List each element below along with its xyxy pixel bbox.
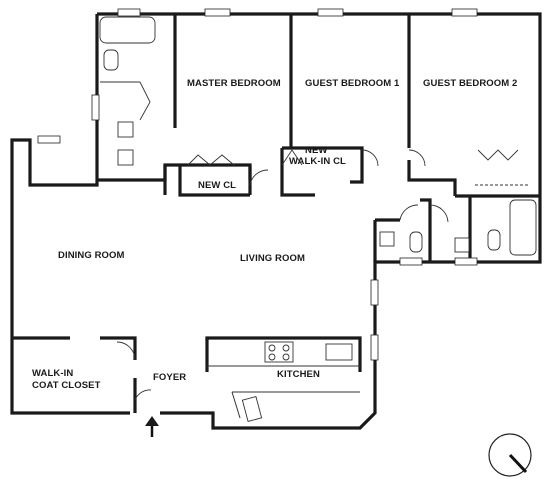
new-walkin-closet-label-line2: WALK-IN CL bbox=[289, 156, 346, 167]
compass-icon bbox=[488, 433, 532, 477]
master-bedroom-label: MASTER BEDROOM bbox=[187, 78, 281, 89]
foyer-label: FOYER bbox=[153, 372, 186, 383]
living-room-label: LIVING ROOM bbox=[240, 253, 305, 264]
guest-bedroom-1-label: GUEST BEDROOM 1 bbox=[305, 78, 400, 89]
dining-room-label: DINING ROOM bbox=[58, 250, 125, 261]
windows bbox=[37, 8, 478, 361]
hall-bath-fixtures bbox=[379, 199, 537, 256]
kitchen-fixtures bbox=[241, 341, 353, 422]
walkin-coat-closet-label-line2: COAT CLOSET bbox=[32, 380, 101, 391]
entry-arrow-icon bbox=[145, 416, 159, 437]
guest-bedroom-2-label: GUEST BEDROOM 2 bbox=[423, 78, 517, 89]
new-closet-label: NEW CL bbox=[198, 180, 236, 191]
walkin-coat-closet-label-line1: WALK-IN bbox=[32, 368, 73, 379]
kitchen-label: KITCHEN bbox=[277, 369, 320, 380]
exterior-walls bbox=[10, 12, 542, 430]
closet-doors bbox=[187, 149, 530, 186]
room-doors bbox=[116, 149, 449, 401]
room-labels: MASTER BEDROOM GUEST BEDROOM 1 GUEST BED… bbox=[32, 78, 517, 391]
master-bath-fixtures bbox=[99, 16, 156, 166]
new-walkin-closet-label-line1: NEW bbox=[305, 145, 327, 156]
